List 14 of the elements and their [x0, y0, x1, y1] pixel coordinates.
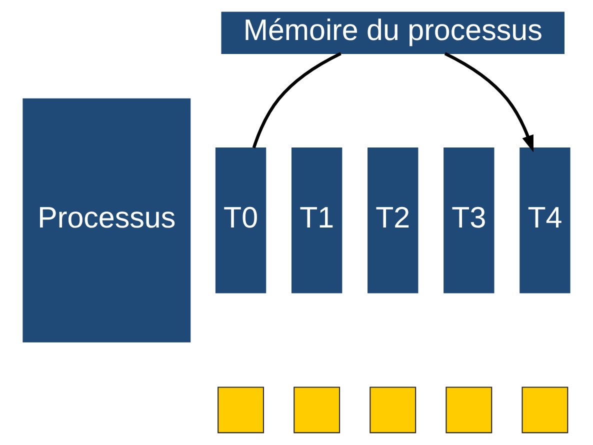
node-box	[446, 386, 492, 434]
node-box: Mémoire du processus	[221, 12, 564, 54]
node-box	[522, 386, 568, 434]
connector	[252, 52, 342, 148]
node-box: Processus	[22, 98, 191, 342]
node-box	[218, 386, 264, 434]
arrow	[444, 52, 534, 152]
node-box	[294, 386, 340, 434]
node-box: T2	[368, 148, 418, 294]
node-box: T4	[520, 148, 570, 294]
node-box	[370, 386, 416, 434]
node-box: T3	[444, 148, 494, 294]
node-box: T1	[291, 148, 342, 294]
node-box: T0	[215, 148, 266, 294]
